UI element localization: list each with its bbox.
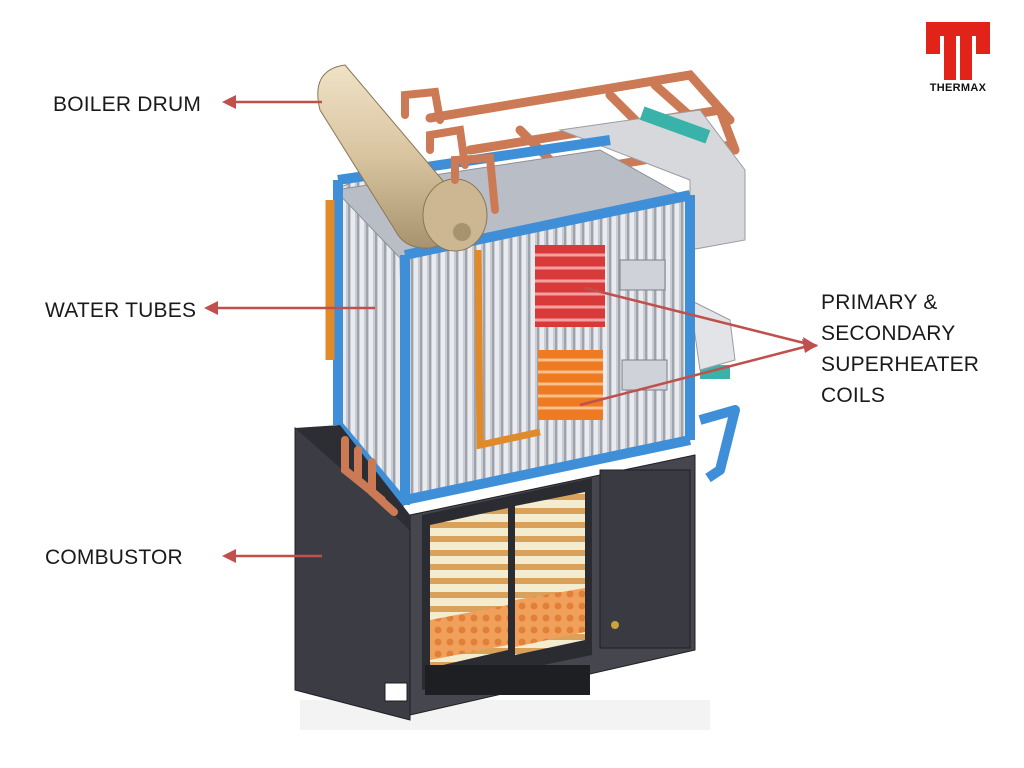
- drum-risers: [401, 87, 499, 214]
- secondary-superheater-coil: [538, 350, 603, 420]
- arrow-superheater-primary: [584, 286, 813, 347]
- primary-superheater-coil: [535, 245, 605, 327]
- boiler-drum: [317, 64, 488, 252]
- label-superheater-line-2: SECONDARY: [821, 322, 956, 345]
- teal-header: [639, 106, 711, 144]
- label-superheater-coils: PRIMARY & SECONDARY SUPERHEATER COILS: [821, 287, 1011, 411]
- right-side-panel: [689, 299, 736, 371]
- label-water-tubes: WATER TUBES: [45, 299, 197, 322]
- orange-downcomer: [474, 249, 541, 450]
- combustor-elbows: [341, 436, 398, 516]
- arrow-heads: [204, 95, 818, 563]
- label-boiler-drum: BOILER DRUM: [53, 93, 202, 116]
- arrow-superheater-secondary: [579, 343, 813, 407]
- label-superheater-line-1: PRIMARY &: [821, 291, 938, 314]
- inspection-door-upper: [619, 259, 666, 291]
- label-combustor: COMBUSTOR: [45, 546, 183, 569]
- thermax-logo-icon: [926, 22, 990, 80]
- label-superheater-line-3: SUPERHEATER: [821, 353, 980, 376]
- label-superheater-line-4: COILS: [821, 384, 886, 407]
- callout-arrows: [210, 100, 813, 558]
- logo-wordmark: THERMAX: [929, 82, 987, 94]
